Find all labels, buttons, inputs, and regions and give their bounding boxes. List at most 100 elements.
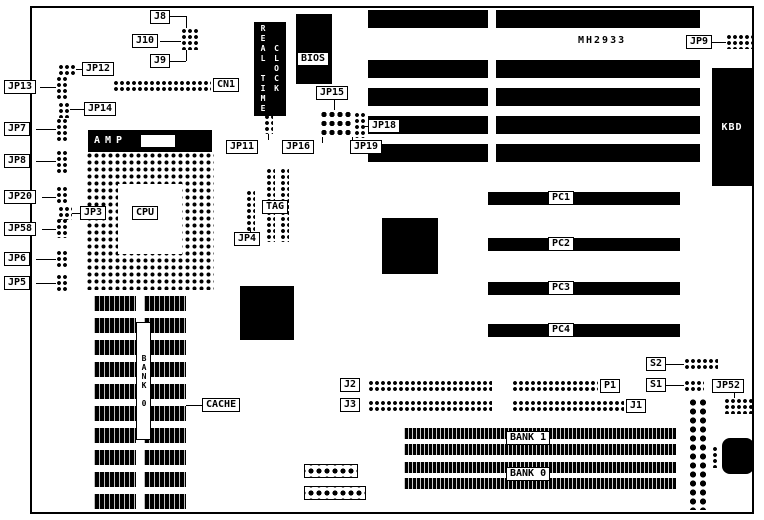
jp20-line: [42, 197, 56, 198]
jp16-line: [322, 137, 323, 143]
jp15-line: [334, 100, 335, 110]
cache-chip-column-2: [144, 296, 186, 509]
jp14-pins: [58, 102, 70, 118]
label-pc4: PC4: [548, 323, 575, 337]
label-jp14: JP14: [84, 102, 117, 116]
pc-slot-2: [488, 238, 680, 251]
label-jp58: JP58: [4, 222, 37, 236]
label-jp12: JP12: [82, 62, 115, 76]
label-p1: P1: [600, 379, 621, 393]
j8-line-h: [170, 16, 186, 17]
din-pins: [712, 446, 719, 468]
label-jp19: JP19: [350, 140, 383, 154]
top-left-pins: [181, 28, 199, 50]
isa-slot-1-left: [368, 10, 488, 28]
s2-header: [684, 358, 718, 371]
label-j2: J2: [340, 378, 361, 392]
p1-header: [512, 380, 598, 392]
jp11-pins: [264, 114, 273, 134]
jp4-pins: [246, 190, 255, 232]
s1-line: [666, 385, 684, 386]
jp12-line: [76, 69, 82, 70]
j2-header: [368, 380, 492, 392]
jp12-pins: [58, 64, 76, 76]
jp13-line: [40, 87, 56, 88]
din-connector: [722, 438, 754, 474]
pc-slot-1: [488, 192, 680, 205]
jp3-pins: [58, 206, 72, 220]
jp52-pins: [724, 398, 752, 414]
label-jp52: JP52: [712, 379, 745, 393]
bottom-connector-2: [304, 486, 366, 500]
jp8-line: [36, 161, 56, 162]
label-bank0: BANK 0: [506, 467, 551, 481]
label-jp16: JP16: [282, 140, 315, 154]
jp9-pins: [726, 34, 752, 49]
jp11-line: [268, 134, 269, 140]
label-j3: J3: [340, 398, 361, 412]
j8-line-v: [186, 16, 187, 28]
label-jp9: JP9: [686, 35, 713, 49]
jp7-line: [36, 129, 56, 130]
label-j9: J9: [150, 54, 171, 68]
bios-chip: [296, 14, 332, 84]
label-jp20: JP20: [4, 190, 37, 204]
label-jp8: JP8: [4, 154, 31, 168]
jp7-pins: [56, 118, 69, 142]
isa-slot-5-left: [368, 144, 488, 162]
simm-slot-2: [404, 444, 676, 455]
isa-slot-5-right: [496, 144, 700, 162]
pc-slot-4: [488, 324, 680, 337]
label-jp13: JP13: [4, 80, 37, 94]
jp58-line: [42, 229, 56, 230]
power-header: [688, 398, 710, 510]
jp6-line: [36, 259, 56, 260]
j1-header: [512, 400, 624, 412]
label-jp4: JP4: [234, 232, 261, 246]
label-jp15: JP15: [316, 86, 349, 100]
label-j1: J1: [626, 399, 647, 413]
label-s1: S1: [646, 378, 667, 392]
jp20-pins: [56, 186, 69, 204]
jp9-line: [712, 42, 726, 43]
label-jp3: JP3: [80, 206, 107, 220]
isa-slot-2-left: [368, 60, 488, 78]
label-jp5: JP5: [4, 276, 31, 290]
isa-slot-3-right: [496, 88, 700, 106]
isa-slot-3-left: [368, 88, 488, 106]
kbd-connector: KBD: [712, 68, 752, 186]
isa-slot-4-right: [496, 116, 700, 134]
rtc-chip: [254, 22, 286, 116]
amp-label-text: AMP: [94, 135, 128, 146]
vreg-slot: [140, 134, 176, 148]
label-bank1: BANK 1: [506, 431, 551, 445]
j9-line-h: [170, 61, 186, 62]
jp15-grid: [320, 110, 353, 137]
s1-header: [684, 380, 704, 392]
jp19-line: [352, 137, 353, 142]
label-jp7: JP7: [4, 122, 31, 136]
jp52-line: [734, 393, 735, 398]
cache-chip-column-1: [94, 296, 136, 509]
rtc-text-col1: REAL TIME: [258, 24, 268, 114]
label-jp6: JP6: [4, 252, 31, 266]
qfp-chip-1: [382, 218, 438, 274]
label-j8: J8: [150, 10, 171, 24]
label-cn1: CN1: [213, 78, 240, 92]
jp14-line: [70, 109, 84, 110]
label-cache: CACHE: [202, 398, 241, 412]
jp18-pins: [354, 112, 366, 138]
jp58-pins: [56, 218, 69, 238]
label-jp18: JP18: [368, 119, 401, 133]
jp18-line: [364, 126, 370, 127]
label-pc2: PC2: [548, 237, 575, 251]
bottom-connector-1: [304, 464, 358, 478]
jp13-pins: [56, 76, 69, 100]
j9-line-v: [186, 50, 187, 61]
label-j10: J10: [132, 34, 159, 48]
label-pc1: PC1: [548, 191, 575, 205]
label-s2: S2: [646, 357, 667, 371]
simm-slot-4: [404, 478, 676, 489]
jp3-line: [72, 213, 80, 214]
